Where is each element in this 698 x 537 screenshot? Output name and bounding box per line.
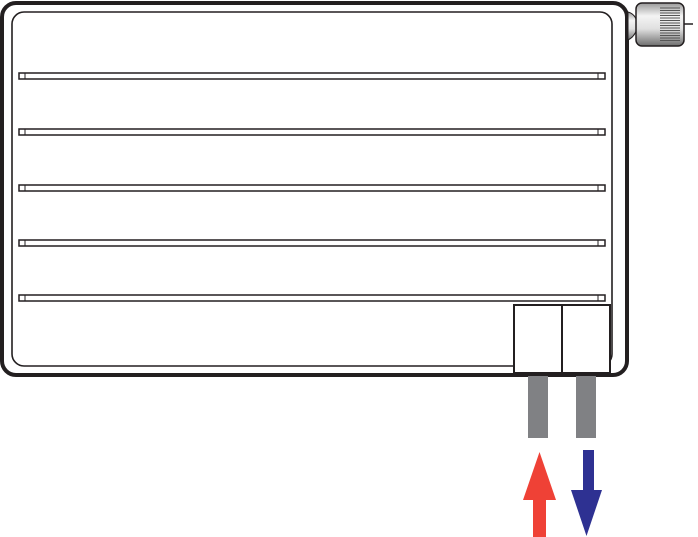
arrow-down-icon [571, 450, 602, 536]
radiator-slots [18, 72, 606, 302]
connection-box-left [513, 304, 563, 374]
thermostatic-valve-icon [627, 2, 693, 47]
radiator-inner-frame [11, 11, 613, 367]
supply-pipe [528, 376, 548, 438]
return-pipe [576, 376, 596, 438]
radiator-slot [18, 239, 606, 247]
connection-box-right [561, 304, 611, 374]
radiator-slot [18, 294, 606, 302]
radiator-slot [18, 72, 606, 80]
radiator-slot [18, 184, 606, 192]
radiator-slot [18, 128, 606, 136]
connection-block [513, 304, 611, 374]
arrow-up-icon [523, 452, 556, 537]
